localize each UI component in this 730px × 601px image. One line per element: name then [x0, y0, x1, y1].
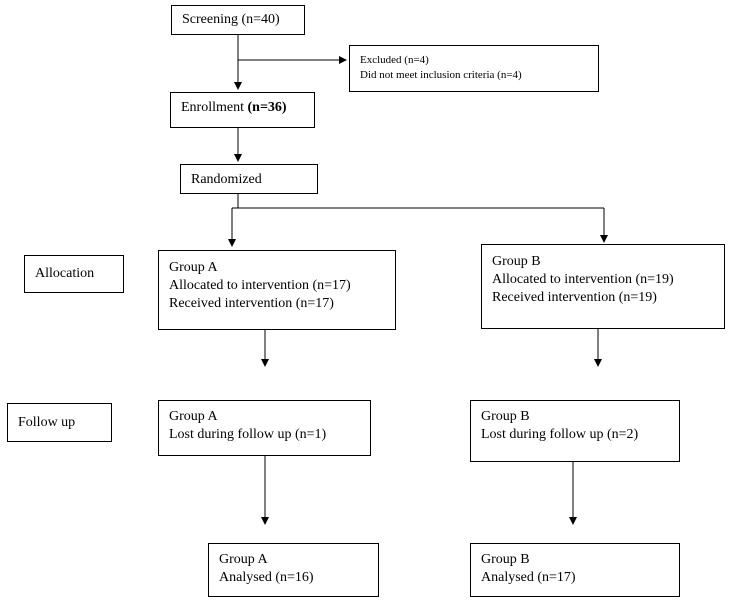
group-b-allocated: Allocated to intervention (n=19): [492, 272, 674, 287]
group-a-allocated: Allocated to intervention (n=17): [169, 278, 351, 293]
enrollment-label: Enrollment: [181, 100, 248, 115]
enrollment-count: (n=36): [247, 100, 287, 115]
group-b-followup-title: Group B: [481, 409, 530, 424]
randomized-box: Randomized: [180, 164, 318, 194]
group-b-lost: Lost during follow up (n=2): [481, 427, 639, 442]
group-a-allocation-title: Group A: [169, 260, 218, 275]
group-b-allocation-box: Group B Allocated to intervention (n=19)…: [481, 244, 725, 329]
allocation-label: Allocation: [35, 266, 95, 281]
group-a-analysed-box: Group A Analysed (n=16): [208, 543, 379, 597]
followup-label-box: Follow up: [7, 403, 112, 442]
group-b-received: Received intervention (n=19): [492, 290, 657, 305]
group-a-lost: Lost during follow up (n=1): [169, 427, 327, 442]
excluded-line1: Excluded (n=4): [360, 54, 429, 66]
allocation-label-box: Allocation: [24, 255, 124, 293]
enrollment-box: Enrollment (n=36): [170, 92, 315, 128]
screening-text: Screening (n=40): [182, 12, 280, 27]
screening-box: Screening (n=40): [171, 5, 305, 35]
group-b-analysed-box: Group B Analysed (n=17): [470, 543, 680, 597]
group-b-analysed: Analysed (n=17): [481, 570, 576, 585]
group-b-allocation-title: Group B: [492, 254, 541, 269]
group-a-received: Received intervention (n=17): [169, 296, 334, 311]
randomized-text: Randomized: [191, 172, 262, 187]
group-a-followup-title: Group A: [169, 409, 218, 424]
group-a-allocation-box: Group A Allocated to intervention (n=17)…: [158, 250, 396, 330]
group-a-analysed-title: Group A: [219, 552, 268, 567]
excluded-line2: Did not meet inclusion criteria (n=4): [360, 69, 522, 81]
excluded-box: Excluded (n=4) Did not meet inclusion cr…: [349, 45, 599, 92]
followup-label: Follow up: [18, 415, 76, 430]
group-a-analysed: Analysed (n=16): [219, 570, 314, 585]
group-b-analysed-title: Group B: [481, 552, 530, 567]
group-b-followup-box: Group B Lost during follow up (n=2): [470, 400, 680, 462]
group-a-followup-box: Group A Lost during follow up (n=1): [158, 400, 371, 456]
